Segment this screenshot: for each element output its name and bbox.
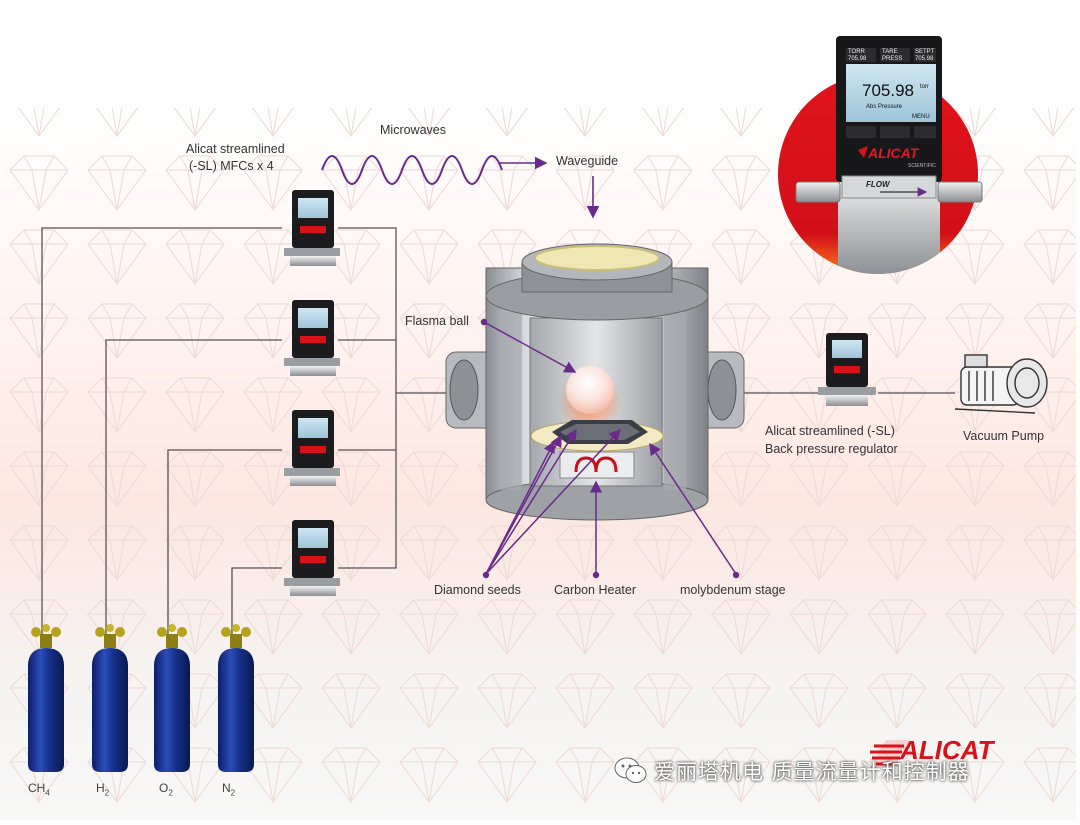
reactor-chamber [446, 244, 744, 520]
cylinder-label-n2: N2 [222, 781, 235, 797]
label-vacuum-pump: Vacuum Pump [963, 428, 1044, 444]
label-carbon-heater: Carbon Heater [554, 582, 636, 598]
cylinder-label-h2: H2 [96, 781, 109, 797]
label-back-pressure-line1: Alicat streamlined (-SL) [765, 423, 895, 439]
wechat-icon [614, 756, 648, 786]
mfc-h2 [284, 300, 340, 376]
inset-col-2: TARE PRESS [882, 49, 902, 63]
cylinder-label-ch4: CH4 [28, 781, 50, 797]
mfc-n2 [284, 520, 340, 596]
inset-unit: torr [920, 84, 929, 91]
inset-reading: 705.98 [862, 82, 914, 100]
inset-col-1: TORR 705.98 [848, 49, 866, 63]
inset-caption: Abs Pressure [866, 104, 902, 111]
back-pressure-regulator [818, 333, 876, 406]
label-microwaves: Microwaves [380, 122, 446, 138]
plasma-ball [566, 366, 614, 414]
watermark: 爱丽塔机电 质量流量计和控制器 [614, 756, 970, 786]
watermark-text: 爱丽塔机电 质量流量计和控制器 [654, 756, 970, 786]
cylinder-label-o2: O2 [159, 781, 173, 797]
inset-menu: MENU [912, 114, 930, 121]
inset-col-3: SETPT 705.98 [915, 49, 934, 63]
label-molybdenum-stage: molybdenum stage [680, 582, 786, 598]
mfc-ch4 [284, 190, 340, 266]
label-plasma-ball: Flasma ball [405, 313, 469, 329]
label-back-pressure-line2: Back pressure regulator [765, 441, 898, 457]
mfc-o2 [284, 410, 340, 486]
label-mfc-group-line2: (-SL) MFCs x 4 [189, 158, 274, 174]
label-mfc-group-line1: Alicat streamlined [186, 141, 285, 157]
inset-brand: ALICAT [868, 146, 918, 161]
label-waveguide: Waveguide [556, 153, 618, 169]
inset-flow-label: FLOW [866, 180, 890, 189]
label-diamond-seeds: Diamond seeds [434, 582, 521, 598]
inset-brand-sub: SCIENTIFIC [908, 163, 936, 169]
